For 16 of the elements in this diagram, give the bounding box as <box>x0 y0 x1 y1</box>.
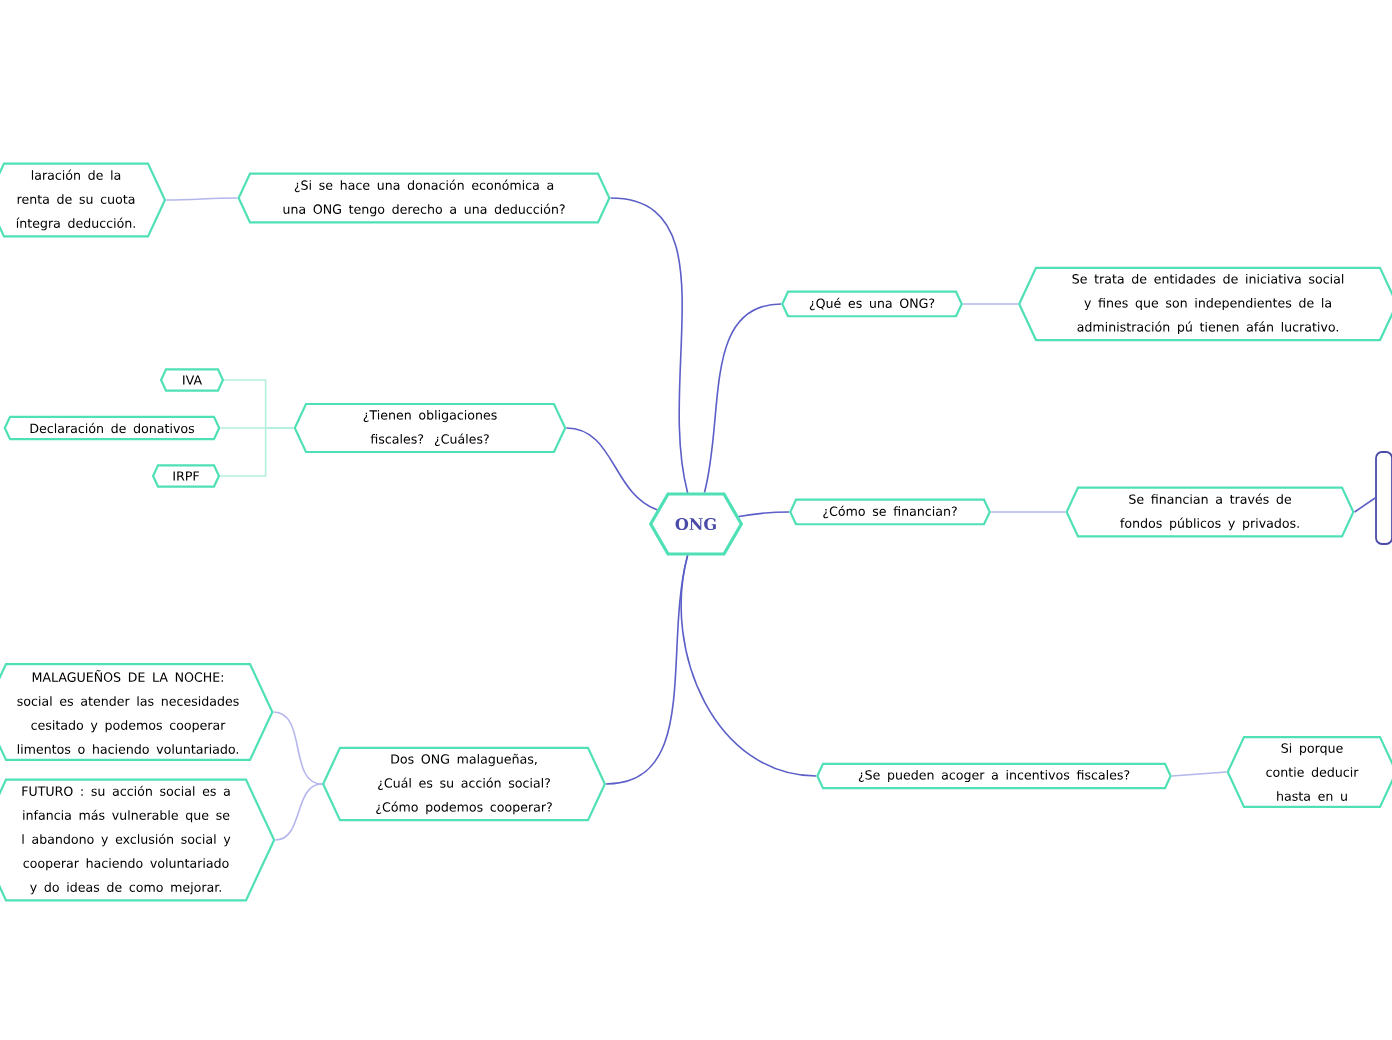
connector <box>605 554 689 785</box>
connector <box>165 197 239 201</box>
connector <box>1171 771 1228 777</box>
connector <box>219 427 295 477</box>
connector <box>1353 497 1376 513</box>
central-topic: ONG <box>648 492 744 556</box>
connector <box>272 711 323 785</box>
connector <box>990 511 1067 513</box>
empty-box <box>1375 451 1392 545</box>
connector <box>565 427 658 511</box>
connector <box>609 197 689 494</box>
connector <box>703 303 782 494</box>
connector <box>738 511 790 518</box>
connector <box>962 303 1019 305</box>
connector <box>680 554 817 777</box>
connector <box>274 783 323 841</box>
